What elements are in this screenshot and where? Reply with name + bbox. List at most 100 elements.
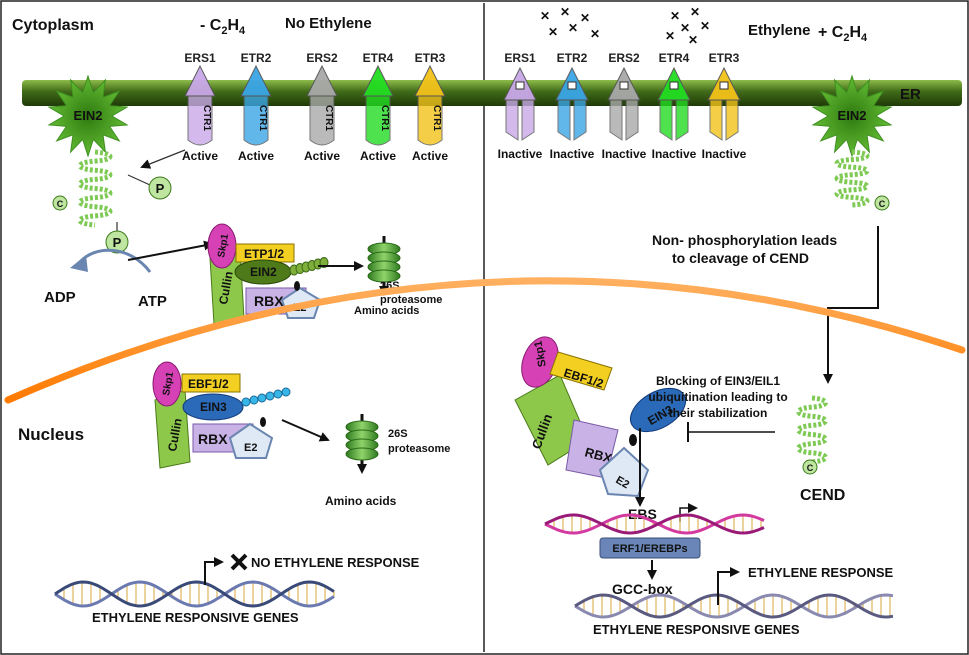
receptor-name: ETR2: [241, 51, 272, 65]
cend-c-label: C: [807, 463, 814, 473]
er-membrane: [22, 80, 962, 106]
ethylene-molecule: ✕: [580, 11, 590, 25]
er-label: ER: [900, 86, 921, 103]
erf-box: [599, 537, 701, 559]
ein2-complex-label: EIN2: [250, 265, 277, 279]
receptor-state: Active: [238, 149, 274, 163]
receptor-state: Active: [304, 149, 340, 163]
ein2-coil-left: [77, 149, 113, 228]
split-right: [521, 99, 535, 141]
receptor-name: ETR3: [415, 51, 446, 65]
rbx-top-label: RBX: [254, 293, 284, 309]
no-ethylene-formula: - C2H4: [200, 17, 246, 37]
ethylene-molecule: ✕: [540, 9, 550, 23]
dna-strand: [54, 580, 335, 608]
skp1-left-label: Skp1: [161, 371, 176, 397]
ethylene-molecule: ✕: [568, 21, 578, 35]
nucleus-label: Nucleus: [18, 425, 84, 444]
cleavage-line2: to cleavage of CEND: [672, 250, 809, 266]
ubiquitin: [241, 397, 251, 407]
receptor-state: Inactive: [602, 147, 647, 161]
ctr1-label: CTR1: [431, 105, 442, 132]
split-right: [573, 99, 587, 141]
split-left: [557, 99, 571, 141]
blocking-line1: Blocking of EIN3/EIL1: [656, 374, 780, 388]
proteasome-left-label: proteasome: [388, 443, 450, 455]
no-ethylene-response-label: NO ETHYLENE RESPONSE: [251, 555, 420, 570]
ctr1-kinase: [417, 95, 443, 146]
phosphate-1-label: P: [156, 181, 165, 196]
e2-left-label: E2: [244, 442, 257, 454]
ubiquitin: [249, 395, 259, 405]
gcc-label: GCC-box: [612, 581, 673, 597]
ubiquitin: [273, 389, 283, 399]
ethylene-molecule: ✕: [670, 9, 680, 23]
atp-adp-curve: [78, 248, 152, 273]
split-right: [625, 99, 639, 141]
split-left: [709, 99, 723, 141]
proteasome-top-label: proteasome: [380, 294, 442, 306]
ebf-left-label: EBF1/2: [188, 377, 229, 391]
dna-left: [54, 580, 335, 608]
ctr1-to-ein2-arrow: [140, 149, 186, 169]
ein3-left: [182, 393, 244, 421]
rbx-left-label: RBX: [198, 431, 228, 447]
ctr1-label: CTR1: [257, 105, 268, 132]
plus-ethylene-formula: + C2H4: [818, 24, 868, 44]
right-genes-label: ETHYLENE RESPONSIVE GENES: [593, 622, 800, 637]
receptor-name: ERS1: [184, 51, 216, 65]
ethylene-bound: [619, 81, 629, 90]
phosphate-1: [148, 176, 172, 200]
no-ethylene-label: No Ethylene: [285, 15, 372, 32]
proteasome-left: [345, 414, 379, 474]
ebf-right-box: [549, 351, 613, 391]
ubiquitin: [257, 393, 267, 403]
atp-adp-arrowhead: [70, 255, 88, 272]
to-proteasome-left-arrow: [281, 419, 330, 442]
receptor-state: Active: [360, 149, 396, 163]
ethylene-molecule: ✕: [700, 19, 710, 33]
receptor-state: Inactive: [652, 147, 697, 161]
c-terminal-left: [52, 195, 68, 211]
scf-ebf-complex-left: Cullin Skp1 EBF1/2 EIN3 RBX E2: [152, 361, 291, 469]
left-genes-label: ETHYLENE RESPONSIVE GENES: [92, 610, 299, 625]
ctr1-kinase: [309, 95, 335, 146]
ctr1-label: CTR1: [201, 105, 212, 132]
ctr1-kinase: [187, 95, 213, 146]
ethylene-bound: [719, 81, 729, 90]
left-receptors: ERS1CTR1ActiveETR2CTR1ActiveERS2CTR1Acti…: [182, 51, 448, 163]
c-terminal-left-label: C: [57, 199, 64, 209]
dna-strand: [54, 580, 335, 608]
amino-top-label: Amino acids: [354, 305, 419, 317]
ctr1-label: CTR1: [379, 105, 390, 132]
ethylene-molecule: ✕: [560, 5, 570, 19]
erf-label: ERF1/EREBPs: [612, 543, 687, 555]
dna-strand: [544, 513, 765, 535]
ethylene-molecule: ✕: [680, 21, 690, 35]
adp-label: ADP: [44, 289, 76, 306]
skp1-left: [152, 361, 182, 407]
receptor-state: Active: [182, 149, 218, 163]
scf-ebf-complex-right: Cullin Skp1 EBF1/2 RBX E2 EIN3: [514, 336, 686, 498]
split-right: [675, 99, 689, 141]
cleavage-line1: Non- phosphorylation leads: [652, 232, 837, 248]
atp-label: ATP: [138, 293, 167, 310]
cleavage-arrow: [823, 226, 879, 384]
ein2-right: EIN2 C: [811, 74, 893, 211]
receptor-state: Inactive: [498, 147, 543, 161]
ein2-left: EIN2 C P P: [47, 74, 172, 254]
right-receptors: ERS1InactiveETR2InactiveERS2InactiveETR4…: [498, 51, 747, 161]
ethylene-bound: [669, 81, 679, 90]
blocking-line2: ubiquitination leading to: [648, 390, 787, 404]
skp1-top-label: Skp1: [216, 233, 231, 259]
e2-right-ub: [629, 434, 637, 446]
e2-left-ub: [260, 417, 266, 427]
ein2-to-scf-arrow: [127, 240, 214, 261]
phosphate-2: [105, 230, 129, 254]
dna-strand: [574, 593, 894, 619]
